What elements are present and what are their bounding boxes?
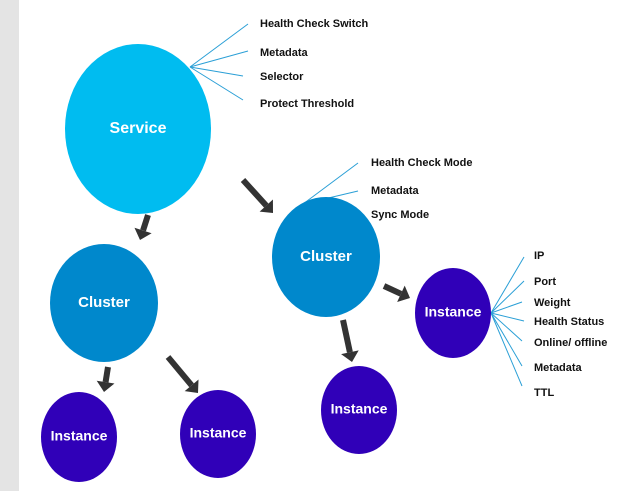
attribute-label: Health Check Switch (260, 18, 368, 30)
attribute-spoke (189, 50, 249, 68)
cluster-label: Cluster (78, 294, 130, 311)
arrow-cluster-right-to-instance-rb (340, 319, 359, 362)
instance-label: Instance (425, 304, 482, 320)
node-cluster-left: Cluster (50, 244, 158, 362)
arrow-shaft (340, 319, 353, 353)
node-instance-rr: Instance (415, 268, 491, 358)
node-instance-ll: Instance (41, 392, 117, 482)
arrow-service-to-cluster-right (240, 177, 273, 213)
attribute-spoke (490, 256, 525, 314)
attribute-spoke (490, 301, 523, 314)
attribute-label: Sync Mode (371, 209, 429, 221)
instance-label: Instance (51, 428, 108, 444)
instance-label: Instance (190, 425, 247, 441)
arrow-head (259, 199, 273, 213)
attribute-label: Weight (534, 297, 571, 309)
arrow-shaft (102, 366, 111, 383)
attribute-label: IP (534, 250, 544, 262)
arrow-service-to-cluster-left (134, 214, 152, 240)
arrow-head (397, 285, 410, 302)
service-attributes (189, 23, 249, 101)
attribute-spoke (490, 312, 525, 322)
arrow-shaft (382, 283, 403, 297)
cluster-circle (50, 244, 158, 362)
attribute-spoke (189, 66, 244, 101)
service-attributes-labels: Health Check SwitchMetadataSelectorProte… (260, 18, 368, 110)
arrow-head (96, 380, 115, 392)
instance-label: Instance (331, 401, 388, 417)
service-label: Service (110, 120, 167, 137)
attribute-spoke (490, 312, 523, 387)
attribute-label: Protect Threshold (260, 98, 354, 110)
instance-circle (415, 268, 491, 358)
attribute-label: Port (534, 276, 556, 288)
attribute-label: Health Check Mode (371, 157, 472, 169)
attribute-spokes (189, 23, 525, 387)
attribute-spoke (490, 312, 523, 342)
node-instance-rb: Instance (321, 366, 397, 454)
arrow-head (184, 379, 199, 393)
node-instance-lr: Instance (180, 390, 256, 478)
instance-circle (321, 366, 397, 454)
node-cluster-right: Cluster (272, 197, 380, 317)
attribute-label: Health Status (534, 316, 604, 328)
arrow-shaft (140, 214, 151, 232)
hierarchy-arrows (96, 177, 410, 393)
arrow-head (134, 227, 152, 240)
arrow-cluster-left-to-instance-ll (96, 366, 115, 392)
arrow-shaft (240, 177, 269, 208)
instance-circle (41, 392, 117, 482)
attribute-spoke (490, 280, 525, 314)
attribute-label: TTL (534, 387, 554, 399)
arrow-shaft (165, 355, 194, 388)
attribute-label: Metadata (371, 185, 420, 197)
left-sidebar-strip (0, 0, 19, 491)
node-service: Service (65, 44, 211, 214)
cluster-circle (272, 197, 380, 317)
attribute-label: Metadata (534, 362, 583, 374)
attribute-spoke (189, 23, 249, 68)
arrow-cluster-right-to-instance-rr (382, 283, 410, 302)
attribute-label: Online/ offline (534, 337, 607, 349)
arrow-head (341, 350, 359, 362)
instance-circle (180, 390, 256, 478)
attribute-label: Selector (260, 71, 304, 83)
attribute-label: Metadata (260, 47, 309, 59)
cluster-label: Cluster (300, 248, 352, 265)
service-circle (65, 44, 211, 214)
attribute-spoke (490, 312, 523, 367)
attribute-spoke (189, 66, 244, 77)
attribute-spoke (302, 162, 359, 205)
instance-attributes (490, 256, 525, 387)
attribute-labels: Health Check SwitchMetadataSelectorProte… (260, 18, 607, 399)
arrow-cluster-left-to-instance-lr (165, 355, 199, 393)
